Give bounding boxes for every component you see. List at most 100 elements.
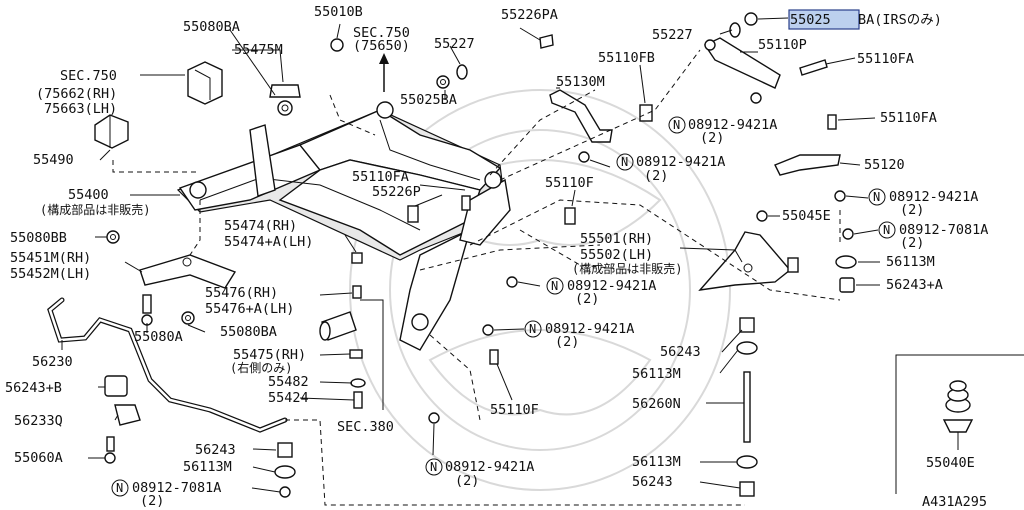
label-55130M[interactable]: 55130M [556,74,605,90]
label-55451M[interactable]: 55451M(RH) [10,250,91,266]
label-08912-9421A-1-qty: (2) [700,130,724,146]
label-55110FA-mid[interactable]: 55110FA [352,169,409,185]
label-sec750-left-c: 75663(LH) [44,101,117,117]
label-08912-9421A-1[interactable]: 08912-9421A [688,117,777,133]
washer-55080BB [106,230,120,244]
seat-56113M-bot [274,465,296,479]
bushing-55475 [349,349,363,359]
label-56260N[interactable]: 56260N [632,396,681,412]
inset-box-55040E [895,354,1024,494]
label-55475-rh[interactable]: 55475(RH) [233,347,306,363]
label-08912-9421A-2[interactable]: 08912-9421A [636,154,725,170]
label-08912-9421A-4-qty: (2) [575,291,599,307]
label-55080BA-top[interactable]: 55080BA [183,19,240,35]
label-55110F-bottom[interactable]: 55110F [490,402,539,418]
label-08912-9421A-3[interactable]: 08912-9421A [889,189,978,205]
label-55040E[interactable]: 55040E [926,455,975,471]
label-56243A[interactable]: 56243+A [886,277,943,293]
label-55424[interactable]: 55424 [268,390,309,406]
bolt-55110FA-r1 [799,59,828,76]
label-56113M-bottom[interactable]: 56113M [183,459,232,475]
label-55227-mid[interactable]: 55227 [434,36,475,52]
label-55476-rh[interactable]: 55476(RH) [205,285,278,301]
clamp-56233Q [114,404,141,426]
label-sec750-a[interactable]: SEC.750 [353,25,410,41]
bushing-56243-r2 [739,481,755,497]
label-55400[interactable]: 55400 [68,187,109,203]
label-55452M[interactable]: 55452M(LH) [10,266,91,282]
label-08912-7081A-2[interactable]: 08912-7081A [132,480,221,496]
assembly-dashed-lines [112,49,841,506]
label-55226PA[interactable]: 55226PA [501,7,558,23]
n-symbol: N [673,118,680,132]
label-08912-7081A-1[interactable]: 08912-7081A [899,222,988,238]
label-55226P[interactable]: 55226P [372,184,421,200]
label-55110F-mid[interactable]: 55110F [545,175,594,191]
bolt-55080A [141,294,153,326]
label-08912-9421A-5[interactable]: 08912-9421A [545,321,634,337]
label-55025-highlighted[interactable]: 55025 [790,12,831,28]
label-55501-rh[interactable]: 55501(RH) [580,231,653,247]
label-56113M-r2[interactable]: 56113M [632,366,681,382]
label-55474-lh[interactable]: 55474+A(LH) [224,234,313,250]
n-symbol: N [551,279,558,293]
label-55110P[interactable]: 55110P [758,37,807,53]
seat-56113M-r [835,255,857,269]
n-symbol: N [430,460,437,474]
label-56113M-r[interactable]: 56113M [886,254,935,270]
label-55025BA-mid[interactable]: 55025BA [400,92,457,108]
n-symbol-circles [111,116,896,497]
bolt-55424 [353,391,363,409]
nut-08912-2 [834,190,846,202]
bushing-56243B [104,375,128,397]
label-56243-r2[interactable]: 56243 [632,474,673,490]
label-sec750-b: (75650) [353,38,410,54]
bolt-55110F-bot [489,349,499,365]
label-55482[interactable]: 55482 [268,374,309,390]
bolt-55110F-mid [564,207,576,225]
label-55080A[interactable]: 55080A [134,329,183,345]
bolt-55110FB [639,104,653,122]
n-symbol: N [621,155,628,169]
washer-55080BA-top [277,100,293,116]
label-55501-note: (構成部品は非販売) [572,261,682,276]
bolt-55060A [104,436,116,464]
stabilizer-bar-56230 [47,297,288,433]
bolt-55110FA-r2 [827,114,837,130]
washer-55227 [456,64,468,80]
washer-55025BA [436,75,450,89]
label-sec750-left-a[interactable]: SEC.750 [60,68,117,84]
label-55060A[interactable]: 55060A [14,450,63,466]
label-56113M-r3[interactable]: 56113M [632,454,681,470]
label-55010B[interactable]: 55010B [314,4,363,20]
label-55110FA-r1[interactable]: 55110FA [857,51,914,67]
label-55080BA-bottom[interactable]: 55080BA [220,324,277,340]
seat-56113M-r2 [736,341,758,355]
label-08912-9421A-2-qty: (2) [644,168,668,184]
label-sec380[interactable]: SEC.380 [337,419,394,435]
label-55045E[interactable]: 55045E [782,208,831,224]
label-56243-r1[interactable]: 56243 [660,344,701,360]
label-56230[interactable]: 56230 [32,354,73,370]
label-55490[interactable]: 55490 [33,152,74,168]
bushing-56243-bot [277,442,293,458]
label-55080BB[interactable]: 55080BB [10,230,67,246]
label-56243-bottom[interactable]: 56243 [195,442,236,458]
bolt-55110FA-mid [461,195,471,211]
label-55120[interactable]: 55120 [864,157,905,173]
label-08912-7081A-1-qty: (2) [900,235,924,251]
label-56243B[interactable]: 56243+B [5,380,62,396]
label-55476-lh[interactable]: 55476+A(LH) [205,301,294,317]
label-56233Q[interactable]: 56233Q [14,413,63,429]
arm-55120 [774,154,841,176]
label-55475M[interactable]: 55475M [234,42,283,58]
label-55227-right[interactable]: 55227 [652,27,693,43]
label-55474-rh[interactable]: 55474(RH) [224,218,297,234]
label-55110FB[interactable]: 55110FB [598,50,655,66]
label-55502-lh[interactable]: 55502(LH) [580,247,653,263]
label-08912-9421A-6[interactable]: 08912-9421A [445,459,534,475]
label-55110FA-r2[interactable]: 55110FA [880,110,937,126]
crossmember-55400 [176,101,511,351]
bushing-55474 [351,252,363,264]
label-08912-9421A-4[interactable]: 08912-9421A [567,278,656,294]
